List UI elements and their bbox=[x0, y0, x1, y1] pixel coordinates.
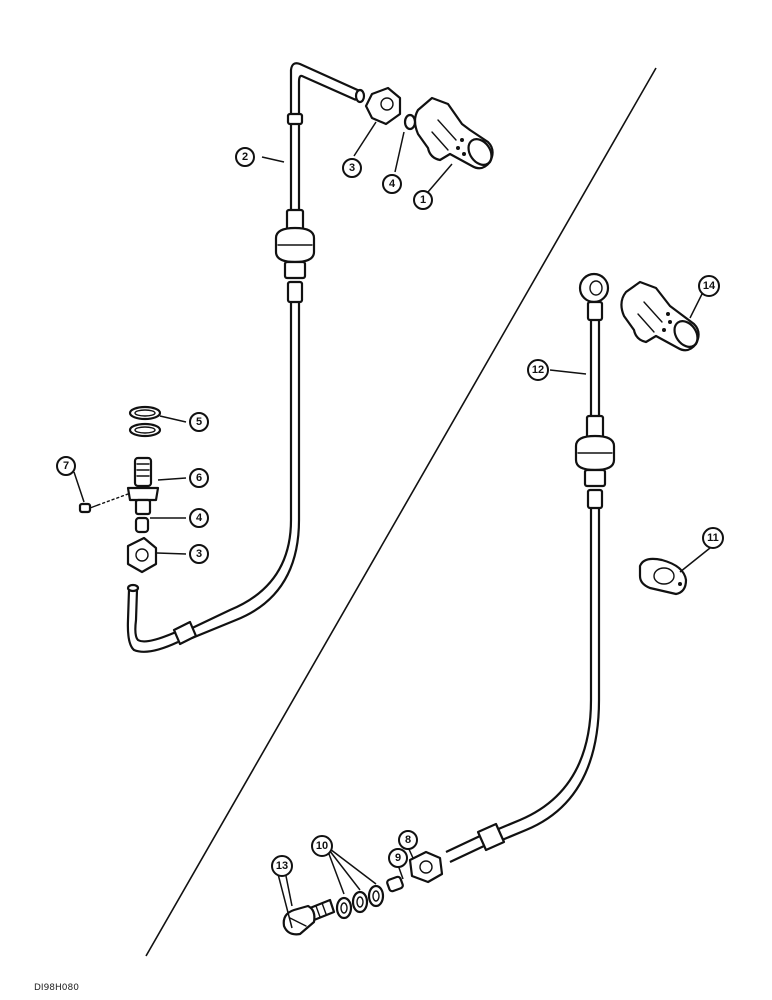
injector-lower bbox=[620, 280, 700, 352]
washer-10b bbox=[351, 890, 369, 914]
washer-10c bbox=[335, 896, 353, 920]
callout-12: 12 bbox=[527, 359, 549, 381]
fuel-line-assembly-left bbox=[126, 62, 366, 653]
callout-11: 11 bbox=[702, 527, 724, 549]
callout-1: 1 bbox=[413, 190, 433, 210]
callout-8: 8 bbox=[398, 830, 418, 850]
svg-text:2: 2 bbox=[242, 151, 248, 163]
olive-washer-upper bbox=[403, 113, 417, 131]
svg-text:11: 11 bbox=[707, 532, 719, 544]
nut-upper bbox=[364, 86, 402, 126]
callout-2: 2 bbox=[235, 147, 255, 167]
olive-9 bbox=[386, 875, 404, 893]
callout-6: 6 bbox=[189, 468, 209, 488]
separator-line bbox=[145, 67, 657, 957]
callout-13: 13 bbox=[271, 855, 293, 877]
svg-text:5: 5 bbox=[196, 416, 202, 428]
svg-text:7: 7 bbox=[63, 460, 69, 472]
svg-text:10: 10 bbox=[316, 840, 328, 852]
seal-washer-2 bbox=[128, 422, 162, 438]
callout-9: 9 bbox=[388, 848, 408, 868]
callout-7: 7 bbox=[56, 456, 76, 476]
svg-text:12: 12 bbox=[532, 364, 544, 376]
bleed-screw bbox=[78, 493, 129, 514]
svg-text:4: 4 bbox=[196, 512, 203, 524]
drawing-reference: DI98H080 bbox=[34, 983, 79, 993]
svg-text:3: 3 bbox=[196, 548, 202, 560]
svg-text:4: 4 bbox=[389, 178, 396, 190]
callout-5: 5 bbox=[189, 412, 209, 432]
svg-text:6: 6 bbox=[196, 472, 202, 484]
svg-text:14: 14 bbox=[703, 280, 716, 292]
washer-10a bbox=[367, 884, 385, 908]
pipe-clip bbox=[638, 557, 688, 596]
seal-washer-1 bbox=[128, 405, 162, 421]
svg-text:13: 13 bbox=[276, 860, 288, 872]
svg-text:9: 9 bbox=[395, 852, 401, 864]
olive-lower bbox=[134, 516, 150, 534]
callout-10: 10 bbox=[311, 835, 333, 857]
callout-4-upper: 4 bbox=[382, 174, 402, 194]
callout-4-lower: 4 bbox=[189, 508, 209, 528]
svg-text:8: 8 bbox=[405, 834, 411, 846]
svg-text:3: 3 bbox=[349, 162, 355, 174]
svg-text:1: 1 bbox=[420, 194, 426, 206]
fuel-line-assembly-right bbox=[445, 272, 616, 863]
connector-bolt bbox=[126, 456, 160, 516]
callout-3-lower: 3 bbox=[189, 544, 209, 564]
injector-upper bbox=[413, 96, 494, 170]
callout-14: 14 bbox=[698, 275, 720, 297]
callout-3-upper: 3 bbox=[342, 158, 362, 178]
nut-8 bbox=[408, 850, 444, 884]
nut-lower bbox=[126, 536, 158, 574]
